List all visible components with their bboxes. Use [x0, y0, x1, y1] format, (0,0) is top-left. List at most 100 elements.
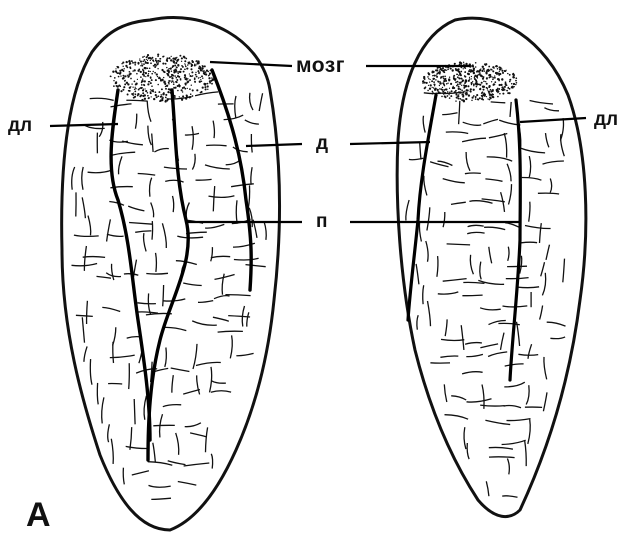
stipple-dot — [141, 84, 143, 86]
stipple-dot — [424, 82, 426, 84]
stipple-dot — [163, 77, 164, 78]
stipple-dot — [457, 95, 459, 97]
stipple-dot — [186, 95, 188, 97]
stipple-dot — [465, 68, 466, 69]
nerve-branch — [485, 179, 502, 181]
stipple-dot — [427, 76, 429, 78]
stipple-dot — [180, 68, 182, 70]
nerve-branch — [441, 339, 464, 340]
nerve-branch — [444, 384, 447, 402]
stipple-dot — [182, 91, 183, 92]
leader-brain-left — [210, 62, 292, 66]
stipple-dot — [141, 65, 143, 67]
stipple-dot — [424, 87, 426, 89]
nerve-branch — [525, 226, 551, 229]
nerve-branch — [525, 441, 527, 466]
stipple-dot — [199, 66, 200, 67]
stipple-dot — [166, 67, 167, 68]
stipple-dot — [463, 62, 464, 63]
stipple-dot — [434, 88, 436, 90]
nerve-branch — [148, 462, 173, 466]
stipple-dot — [147, 74, 149, 76]
stipple-dot — [143, 71, 145, 73]
nerve-branch — [122, 141, 143, 145]
stipple-dot — [206, 69, 208, 71]
stipple-dot — [474, 76, 475, 77]
nerve-branch — [480, 344, 498, 348]
stipple-dot — [192, 95, 194, 97]
nerve-branch — [150, 178, 152, 197]
nerve-branch — [212, 381, 226, 383]
stipple-dot — [432, 71, 434, 73]
stipple-dot — [168, 80, 170, 82]
label-brain: мозг — [296, 55, 345, 76]
stipple-dot — [127, 75, 128, 76]
stipple-dot — [461, 89, 463, 91]
stipple-dot — [162, 63, 164, 65]
nerve-branch — [211, 454, 212, 469]
stipple-dot — [208, 77, 210, 79]
stipple-dot — [115, 82, 117, 84]
stipple-dot — [172, 65, 174, 67]
stipple-dot — [454, 63, 456, 65]
stipple-dot — [141, 87, 143, 89]
stipple-dot — [195, 60, 197, 62]
nerve-branch — [423, 285, 424, 304]
nerve-branch — [176, 433, 179, 455]
stipple-dot — [120, 75, 121, 76]
stipple-dot — [202, 77, 203, 78]
stipple-dot — [155, 94, 157, 96]
stipple-dot — [491, 69, 493, 71]
stipple-dot — [175, 63, 176, 64]
stipple-dot — [189, 88, 191, 90]
nerve-branch — [196, 179, 212, 180]
stipple-dot — [505, 70, 507, 72]
stipple-dot — [504, 86, 506, 88]
stipple-dot — [460, 63, 462, 65]
stipple-dot — [483, 89, 485, 91]
stipple-dot — [440, 77, 441, 78]
stipple-dot — [189, 73, 190, 74]
stipple-dot — [191, 64, 193, 66]
stipple-dot — [476, 94, 478, 96]
stipple-dot — [202, 65, 204, 67]
stipple-dot — [174, 87, 176, 89]
stipple-dot — [457, 76, 459, 78]
stipple-dot — [157, 60, 159, 62]
stipple-dot — [136, 73, 138, 75]
stipple-dot — [148, 73, 149, 74]
nerve-branch — [464, 427, 466, 449]
nerve-branch — [97, 276, 112, 278]
stipple-dot — [139, 88, 140, 89]
stipple-dot — [122, 62, 124, 64]
nerve-branch — [550, 179, 551, 193]
stipple-dot — [183, 71, 185, 73]
stipple-dot — [198, 72, 200, 74]
stipple-dot — [447, 95, 449, 97]
stipple-dot — [483, 68, 485, 70]
stipple-dot — [439, 88, 440, 89]
stipple-dot — [131, 60, 133, 62]
nerve-branch — [489, 247, 492, 263]
stipple-dot — [471, 78, 472, 79]
nerve-branch — [438, 292, 459, 294]
stipple-dot — [160, 96, 162, 98]
stipple-dot — [163, 80, 164, 81]
stipple-dot — [139, 60, 140, 61]
stipple-dot — [444, 75, 446, 77]
stipple-dot — [492, 78, 494, 80]
stipple-dot — [113, 80, 114, 81]
stipple-dot — [137, 95, 139, 97]
stipple-dot — [481, 70, 483, 72]
stipple-dot — [175, 71, 177, 73]
stipple-dot — [494, 81, 496, 83]
stipple-dot — [144, 94, 146, 96]
nerve-branch — [152, 221, 153, 240]
nerve-branch — [563, 259, 565, 283]
stipple-dot — [465, 79, 467, 81]
stipple-dot — [477, 84, 478, 85]
stipple-dot — [489, 99, 491, 101]
stipple-dot — [201, 75, 203, 77]
stipple-dot — [169, 76, 171, 78]
stipple-dot — [473, 72, 475, 74]
